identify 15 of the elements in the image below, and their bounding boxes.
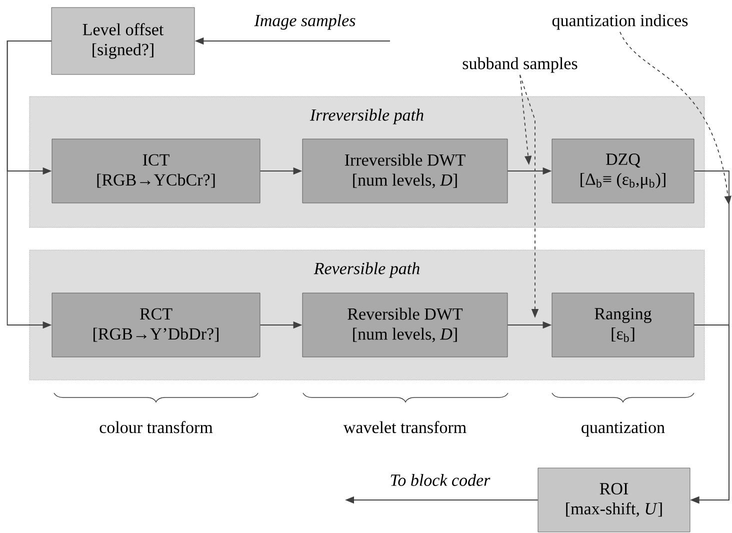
section-label: quantization	[582, 422, 665, 437]
edge-label: To block coder	[388, 473, 492, 487]
edge-label: Image samples	[253, 13, 357, 31]
process-box: Level offset [signed?]	[51, 7, 195, 75]
process-box: Reversible DWT [num levels, D]	[302, 292, 508, 358]
process-box: DZQ [Δ$_{b}$≡ (ε$_{b}$,μ$_{b}$)]	[552, 138, 694, 204]
process-box: RCT [RGB→Y’DbDr?]	[52, 292, 260, 358]
process-box: ICT [RGB→YCbCr?]	[52, 138, 260, 204]
annotation-text: quantization indices	[552, 14, 688, 30]
process-box: Ranging [ε$_{b}$]	[552, 292, 694, 358]
annotation-text: subband samples	[462, 57, 578, 73]
section-label: colour transform	[100, 421, 213, 434]
process-box: ROI [max-shift, U]	[538, 468, 690, 532]
process-box: Irreversible DWT [num levels, D]	[302, 138, 508, 204]
section-label: wavelet transform	[343, 421, 466, 434]
